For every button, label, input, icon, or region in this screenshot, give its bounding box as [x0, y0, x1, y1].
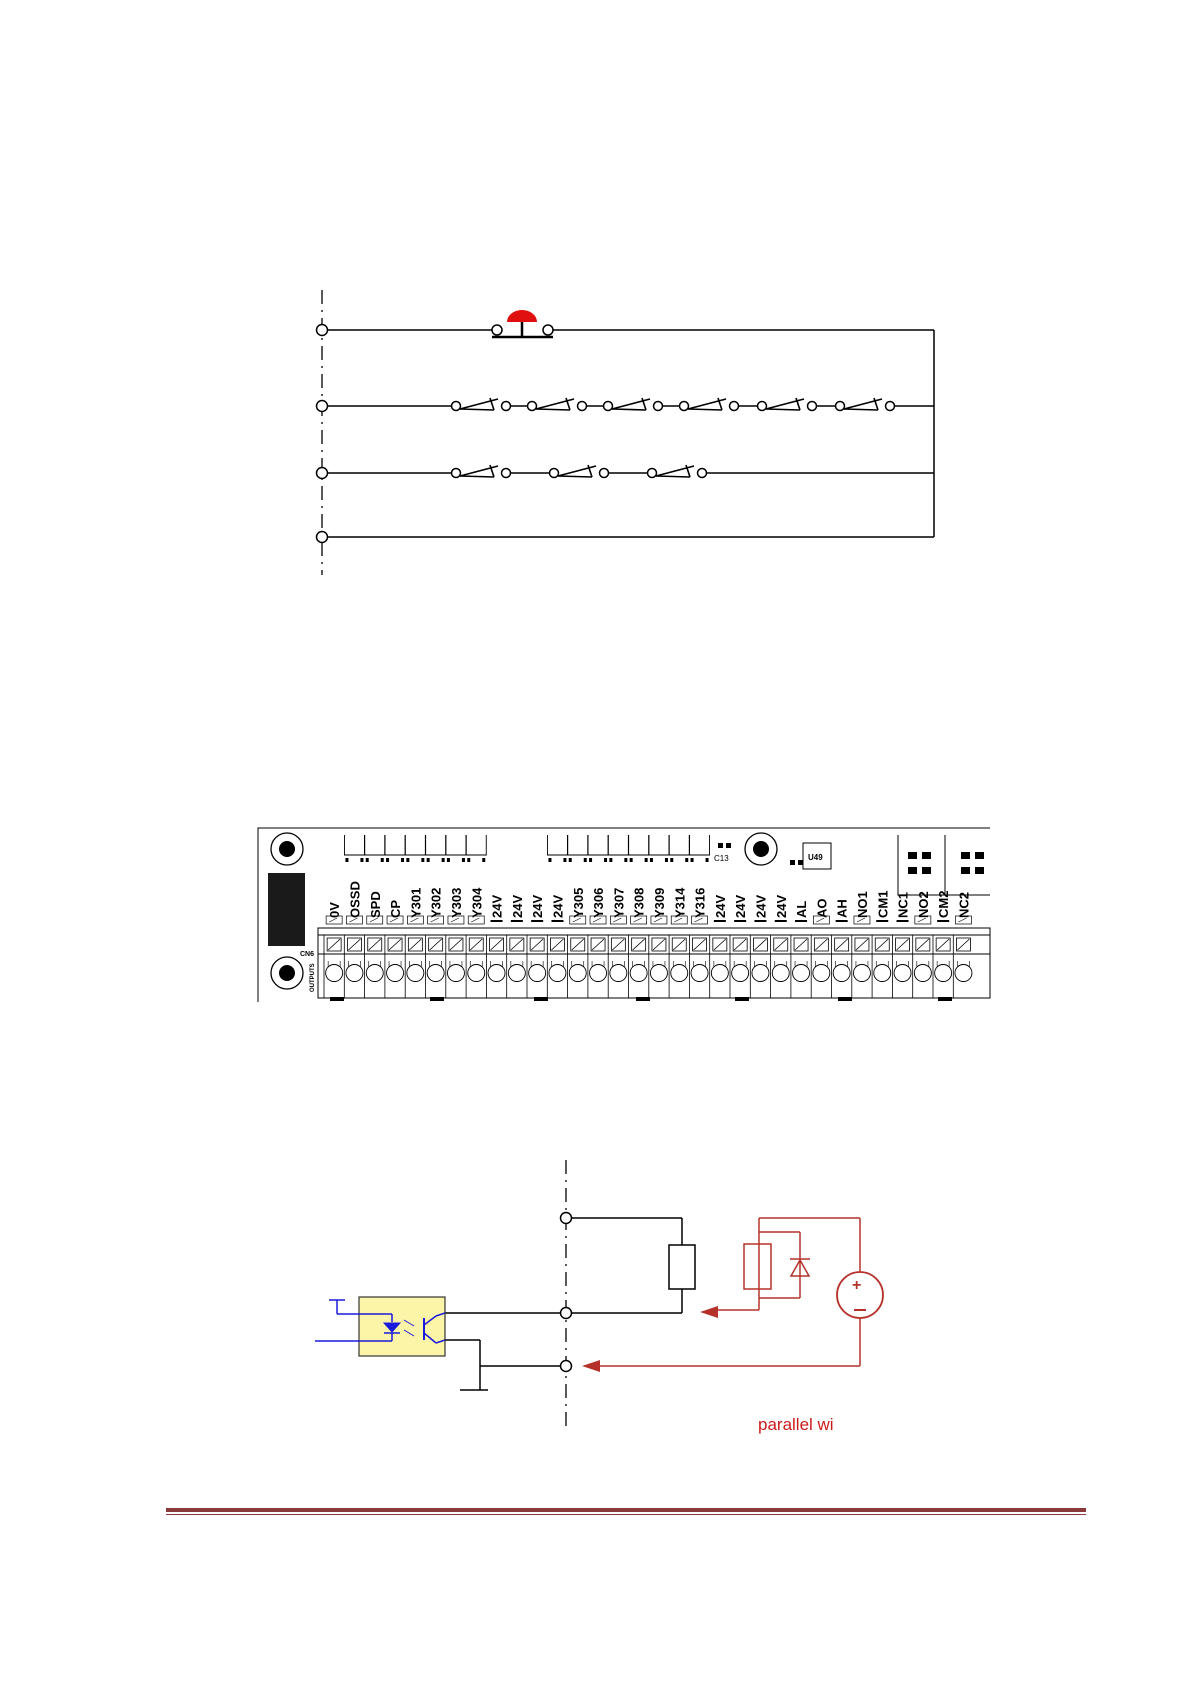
- terminal-row-1: [317, 325, 328, 336]
- relay-socket: [405, 835, 425, 862]
- terminal-label: OSSD: [347, 881, 362, 918]
- nc-contact: [680, 398, 739, 412]
- terminal-label: NC1: [896, 892, 911, 918]
- terminal-label: 24V: [530, 895, 545, 918]
- relay-socket: [568, 835, 588, 862]
- terminal-label: CM1: [875, 891, 890, 918]
- terminal-label: 24V: [733, 895, 748, 918]
- relay-socket: [446, 835, 466, 862]
- relay-socket: [466, 835, 486, 862]
- connector-name: CN6: [300, 951, 314, 958]
- relay-socket: [690, 835, 710, 862]
- nc-contact: [452, 398, 511, 412]
- relay-socket: [608, 835, 628, 862]
- terminal-labels: 0V OSSD SPD CP Y301 Y302 Y303 Y304 24V 24V 24V 24V Y…: [327, 881, 971, 918]
- mounting-hole-top: [271, 833, 303, 865]
- load-resistor: [669, 1245, 695, 1289]
- nc-contact: [648, 465, 707, 479]
- footer-rule: [166, 1508, 1086, 1512]
- terminal-label: NO1: [855, 891, 870, 918]
- terminal-row-3: [317, 468, 328, 479]
- connector-housing: [268, 873, 305, 946]
- terminal-label: 24V: [510, 895, 525, 918]
- terminal-label: Y303: [449, 888, 464, 918]
- terminal-label: 24V: [753, 895, 768, 918]
- parallel-wiring-note: parallel wi: [758, 1415, 834, 1434]
- terminal-row-4: [317, 532, 328, 543]
- safety-chain-diagram: [0, 0, 1192, 600]
- terminal-label: 24V: [550, 895, 565, 918]
- connector-caption: OUTPUTS: [310, 963, 316, 992]
- terminal-label: 24V: [774, 895, 789, 918]
- terminal-label: AH: [835, 899, 850, 918]
- svg-text:+: +: [852, 1277, 861, 1294]
- terminal-label: AL: [794, 901, 809, 918]
- terminal-label: Y307: [611, 888, 626, 918]
- mounting-hole-bottom: [271, 957, 303, 989]
- relay-socket: [365, 835, 385, 862]
- terminal-label: AO: [814, 899, 829, 919]
- optocoupler: [315, 1297, 445, 1356]
- terminal-label: Y306: [591, 888, 606, 918]
- mounting-hole-middle: [745, 833, 777, 865]
- estop-mushroom-icon: [507, 310, 537, 322]
- arrow-to-terminal: [582, 1360, 600, 1372]
- relay-socket: [588, 835, 608, 862]
- nc-contact: [758, 398, 817, 412]
- relay-socket: [344, 835, 364, 862]
- arrow-to-output: [700, 1306, 718, 1318]
- terminal-label: Y314: [672, 887, 687, 918]
- parallel-supply: +: [582, 1218, 883, 1372]
- output-terminal-mid: [561, 1308, 572, 1319]
- relay-socket: [629, 835, 649, 862]
- terminal-label: NO2: [916, 891, 931, 918]
- terminal-label: Y316: [693, 888, 708, 918]
- terminal-label: CP: [388, 900, 403, 918]
- terminal-label: Y308: [632, 888, 647, 918]
- relay-socket: [547, 835, 567, 862]
- terminal-label: SPD: [368, 891, 383, 918]
- output-terminal-top: [561, 1213, 572, 1224]
- nc-contact: [604, 398, 663, 412]
- output-circuit-diagram: + parallel wi: [0, 1150, 1192, 1440]
- relay-socket: [426, 835, 446, 862]
- terminal-label: CM2: [936, 891, 951, 918]
- terminal-label: Y302: [429, 888, 444, 918]
- nc-contact: [550, 465, 609, 479]
- relay-socket: [385, 835, 405, 862]
- output-terminal-bottom: [561, 1361, 572, 1372]
- relay-socket: [669, 835, 689, 862]
- terminal-label: Y304: [469, 887, 484, 918]
- relay-socket: [649, 835, 669, 862]
- terminal-label: 0V: [327, 902, 342, 918]
- terminal-row-2: [317, 401, 328, 412]
- nc-contact: [528, 398, 587, 412]
- terminal-block-drawing: CN6 OUTPUTS U49 C13 0V OSSD SPD CP Y301 Y302 Y…: [0, 820, 1192, 1010]
- footer-rule-thin: [166, 1514, 1086, 1515]
- component-c13: C13: [714, 854, 729, 863]
- terminal-label: Y301: [408, 888, 423, 918]
- chip-name: U49: [808, 853, 823, 862]
- contact-chain-row-3: [452, 465, 707, 479]
- nc-contact: [452, 465, 511, 479]
- parallel-resistor: [744, 1244, 771, 1289]
- terminal-label: 24V: [713, 895, 728, 918]
- terminal-label: Y309: [652, 888, 667, 918]
- emergency-stop-button: [492, 310, 553, 337]
- contact-chain-row-2: [452, 398, 895, 412]
- relay-pads: [898, 835, 990, 895]
- terminal-label: 24V: [490, 895, 505, 918]
- nc-contact: [836, 398, 895, 412]
- terminal-label: NC2: [956, 892, 971, 918]
- terminal-label: Y305: [571, 888, 586, 918]
